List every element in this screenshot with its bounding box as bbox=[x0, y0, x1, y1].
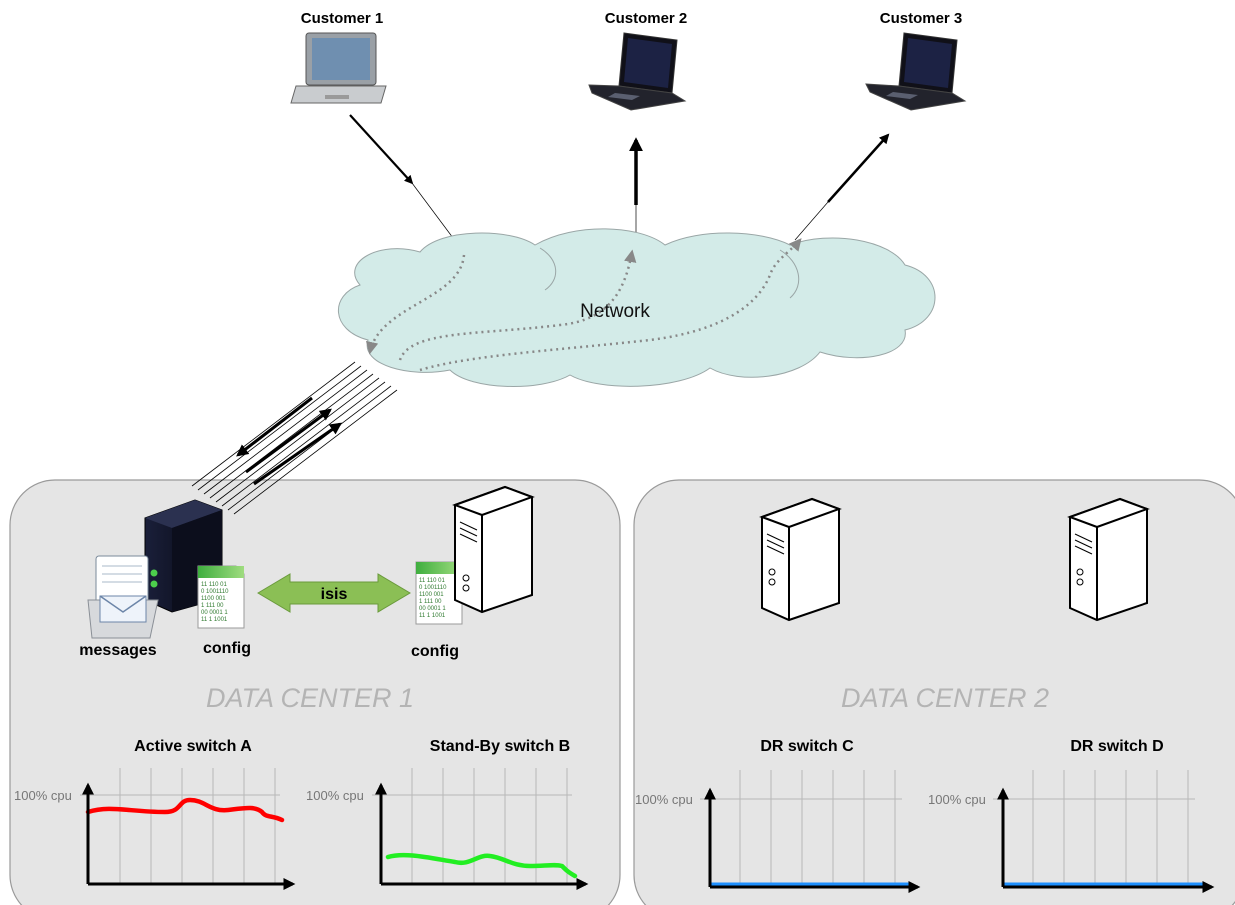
config-binary-line: 11 1 1001 bbox=[201, 617, 228, 623]
cpu-chart-switch-a: 100% cpu bbox=[14, 768, 296, 890]
network-cloud: Network bbox=[337, 228, 936, 387]
link-bundle bbox=[191, 361, 398, 515]
customer-2-label: Customer 2 bbox=[605, 10, 688, 27]
dr-server-c-icon bbox=[759, 497, 842, 622]
customer-3-label: Customer 3 bbox=[880, 10, 963, 27]
laptop-black-icon bbox=[588, 32, 687, 111]
link-bundle-arrows bbox=[236, 396, 342, 486]
config-binary-line: 1 111 00 bbox=[419, 599, 442, 605]
cpu-max-label: 100% cpu bbox=[635, 792, 693, 807]
isis-label: isis bbox=[321, 586, 348, 603]
cpu-chart-switch-b: 100% cpu bbox=[306, 768, 589, 890]
cpu-chart-switch-d: 100% cpu bbox=[928, 770, 1215, 893]
data-center-2-title: DATA CENTER 2 bbox=[841, 683, 1049, 713]
isis-link-arrow: isis bbox=[257, 573, 411, 613]
cpu-line bbox=[85, 797, 285, 823]
traffic-paths bbox=[365, 238, 802, 372]
chart-grid bbox=[993, 770, 1195, 885]
messages-label: messages bbox=[79, 642, 156, 659]
cpu-max-label: 100% cpu bbox=[928, 792, 986, 807]
config-binary-line: 1100 001 bbox=[419, 592, 444, 598]
config-file-icon: 11 110 01 0 1001110 1100 001 1 111 00 00… bbox=[197, 565, 245, 629]
switch-c-title: DR switch C bbox=[760, 738, 854, 755]
config-binary-line: 0 1001110 bbox=[419, 585, 447, 591]
standby-server-icon bbox=[452, 485, 535, 614]
laptop-silver-icon bbox=[290, 32, 387, 104]
config-binary-line: 1100 001 bbox=[201, 596, 226, 602]
dr-server-d-icon bbox=[1067, 497, 1150, 622]
customer-1-label: Customer 1 bbox=[301, 10, 384, 27]
data-center-1-title: DATA CENTER 1 bbox=[206, 683, 414, 713]
config-binary-line: 00 0001 1 bbox=[419, 606, 446, 612]
config-b-label: config bbox=[411, 643, 459, 660]
customer-links bbox=[349, 114, 890, 251]
config-a-label: config bbox=[203, 640, 251, 657]
cpu-max-label: 100% cpu bbox=[306, 788, 364, 803]
switch-b-title: Stand-By switch B bbox=[430, 738, 570, 755]
switch-d-title: DR switch D bbox=[1070, 738, 1163, 755]
config-binary-line: 00 0001 1 bbox=[201, 610, 228, 616]
cpu-line bbox=[385, 852, 578, 879]
chart-grid bbox=[80, 768, 280, 883]
config-binary-line: 11 110 01 bbox=[419, 578, 445, 584]
laptop-black-icon bbox=[865, 32, 967, 111]
config-binary-line: 1 111 00 bbox=[201, 603, 224, 609]
config-binary-line: 11 1 1001 bbox=[419, 613, 446, 619]
inbox-icon bbox=[87, 555, 159, 639]
config-binary-line: 11 110 01 bbox=[201, 582, 227, 588]
switch-a-title: Active switch A bbox=[134, 738, 252, 755]
config-binary-line: 0 1001110 bbox=[201, 589, 229, 595]
chart-grid bbox=[700, 770, 902, 885]
network-label: Network bbox=[580, 301, 650, 322]
cpu-max-label: 100% cpu bbox=[14, 788, 72, 803]
cpu-chart-switch-c: 100% cpu bbox=[635, 770, 921, 893]
